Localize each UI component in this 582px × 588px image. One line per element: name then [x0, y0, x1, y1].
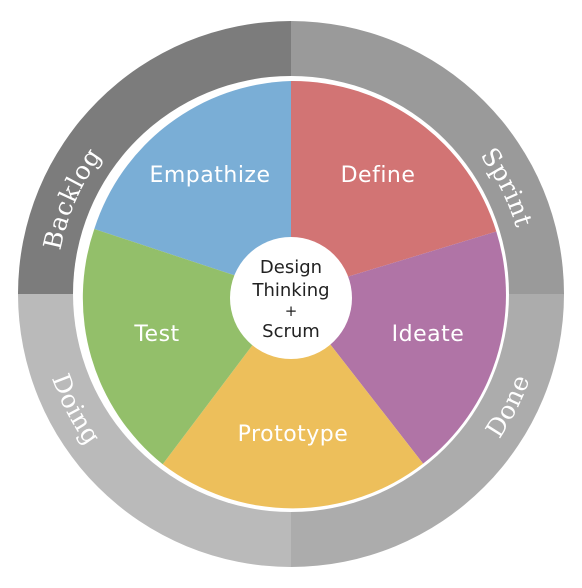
phase-label-empathize: Empathize: [149, 163, 270, 188]
phase-segment-empathize: [94, 81, 291, 294]
phase-label-define: Define: [341, 163, 416, 188]
center-line-2: Thinking: [251, 280, 329, 301]
phase-segment-define: [291, 80, 497, 295]
phase-segment-prototype: [162, 294, 424, 509]
center-line-4: Scrum: [262, 321, 320, 342]
center-line-1: Design: [260, 257, 322, 278]
phase-label-test: Test: [133, 322, 179, 347]
center-title: Design Thinking + Scrum: [251, 257, 329, 342]
center-hub: [230, 237, 352, 359]
phase-label-prototype: Prototype: [238, 422, 349, 447]
phase-label-ideate: Ideate: [392, 322, 465, 347]
center-line-3: +: [285, 302, 298, 320]
